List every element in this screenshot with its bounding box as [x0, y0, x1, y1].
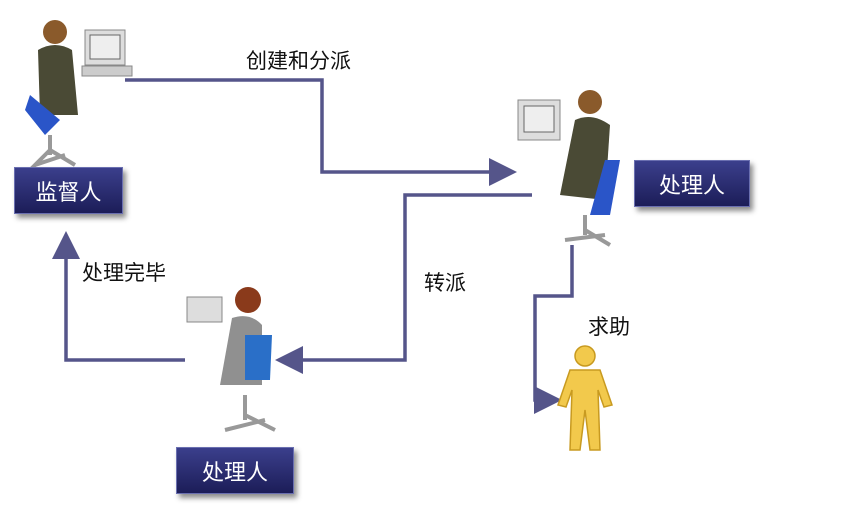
handler-right-figure-icon — [517, 90, 620, 247]
arrow-done — [52, 231, 185, 362]
role-supervisor: 监督人 — [14, 167, 123, 214]
arrow-help — [533, 245, 574, 414]
arrow-transfer — [275, 193, 532, 374]
label-create-assign: 创建和分派 — [246, 49, 351, 73]
arrow-create-assign — [125, 78, 517, 186]
label-transfer: 转派 — [424, 271, 466, 295]
label-done: 处理完毕 — [82, 261, 166, 285]
supervisor-figure-icon — [25, 20, 133, 172]
label-help: 求助 — [588, 315, 630, 339]
role-handler-bottom: 处理人 — [176, 447, 294, 494]
handler-bottom-figure-icon — [186, 287, 276, 432]
role-handler-right: 处理人 — [634, 160, 750, 207]
helper-person-icon — [557, 345, 613, 451]
